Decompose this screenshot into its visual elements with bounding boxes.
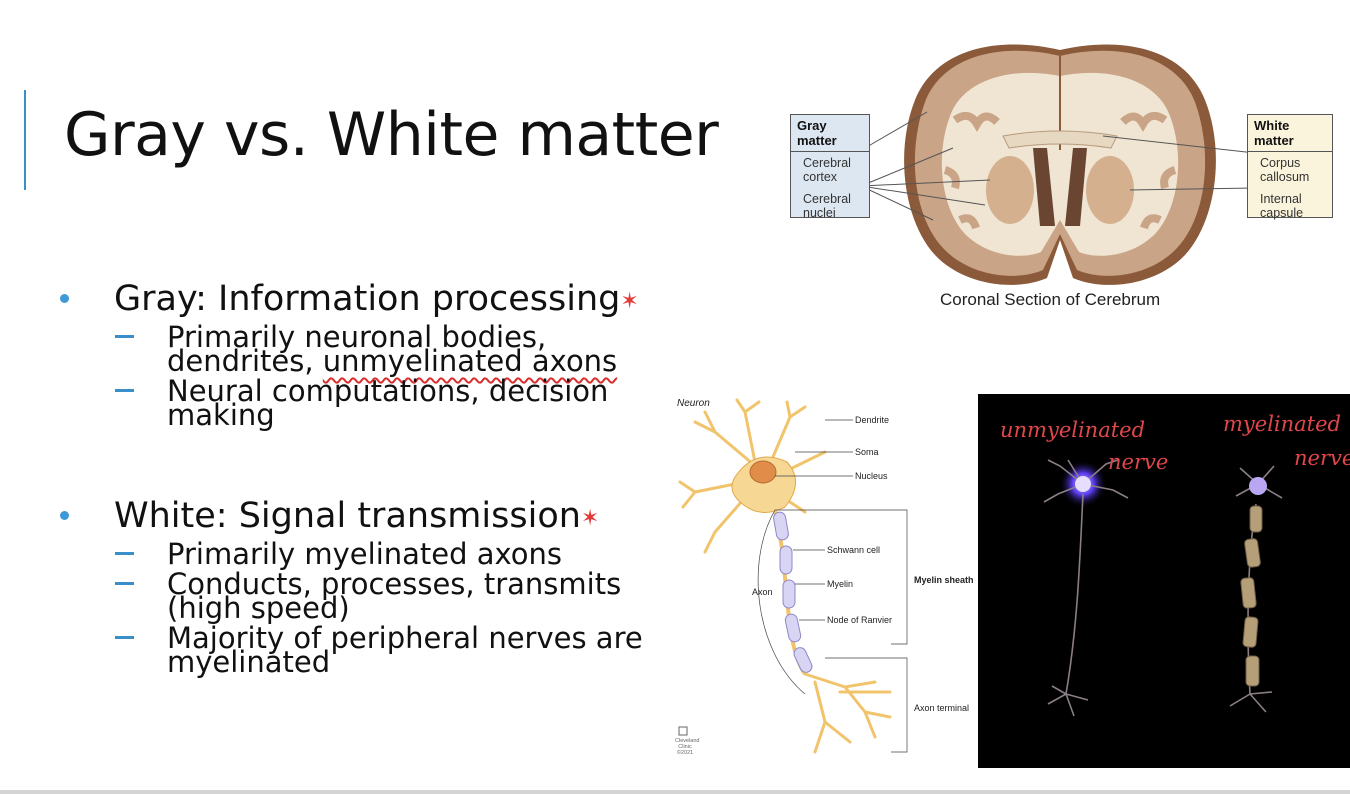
label-myelin-sheath: Myelin sheath <box>914 575 974 585</box>
underlined-text: unmyelinated axons <box>322 344 618 378</box>
bullet-gray: Gray: Information processing✶ <box>60 280 700 323</box>
sub-bullet-line: Primarily myelinated axons <box>167 537 563 571</box>
credit-line: ©2021 <box>676 750 694 756</box>
nerve-drawing-panel: unmyelinated nerve myelinated nerve <box>978 394 1350 768</box>
star-annotation-icon: ✶ <box>580 506 600 531</box>
sub-bullet-text: dendrites, <box>167 344 323 378</box>
legend-text: Cerebral <box>803 192 851 206</box>
bullet-list: Gray: Information processing✶ Primarily … <box>60 280 700 679</box>
sub-bullet: Neural computations, decision making <box>60 374 700 432</box>
sub-bullet-line: Conducts, processes, transmits <box>167 567 622 601</box>
title-accent-bar <box>24 90 26 190</box>
sub-bullet-line: myelinated <box>167 645 331 679</box>
legend-text: Corpus <box>1260 156 1301 170</box>
label-axon: Axon <box>752 587 773 597</box>
sub-bullet-line: dendrites, unmyelinated axons <box>167 347 700 376</box>
sub-bullet: Primarily myelinated axons <box>60 537 700 571</box>
bullet-white-text: White: Signal transmission <box>114 496 581 536</box>
dash-icon <box>115 552 134 555</box>
sub-bullet-line: Neural computations, decision <box>167 374 609 408</box>
credit-line: Cleveland <box>675 738 700 744</box>
neuron-illustration <box>678 398 908 754</box>
nerve-drawing <box>1043 459 1283 717</box>
label-axon-terminal: Axon terminal <box>914 703 970 713</box>
brain-illustration <box>860 44 1256 285</box>
legend-text: Cerebral <box>803 156 851 170</box>
label-unmyelinated: unmyelinated <box>1000 418 1146 442</box>
sub-bullet-line: Primarily neuronal bodies, <box>167 320 547 354</box>
neuron-title: Neuron <box>677 398 710 409</box>
bullet-dot-icon <box>60 511 69 520</box>
legend-text: cortex <box>803 170 838 184</box>
label-nerve-right: nerve <box>1294 446 1350 470</box>
dash-icon <box>115 582 134 585</box>
dash-icon <box>115 636 134 639</box>
sub-bullet: Majority of peripheral nerves are myelin… <box>60 621 700 679</box>
dash-icon <box>115 335 134 338</box>
clinic-credit: Cleveland Clinic ©2021 <box>675 738 700 756</box>
bullet-gray-text: Gray: Information processing <box>114 279 621 319</box>
label-nerve-left: nerve <box>1108 450 1169 474</box>
legend-text: Internal <box>1260 192 1302 206</box>
label-soma: Soma <box>855 447 879 457</box>
dash-icon <box>115 389 134 392</box>
bullet-dot-icon <box>60 294 69 303</box>
credit-line: Clinic <box>678 744 692 750</box>
label-node-of-ranvier: Node of Ranvier <box>827 615 893 625</box>
slide-bottom-border <box>0 790 1350 794</box>
sub-bullet-line: Majority of peripheral nerves are <box>167 621 643 655</box>
neuron-figure: Neuron Dendrite Soma Nucleus Schwann cel… <box>675 392 974 770</box>
sub-bullet-line: (high speed) <box>167 591 350 625</box>
brain-caption: Coronal Section of Cerebrum <box>940 290 1161 309</box>
legend-text: capsule <box>1260 206 1304 220</box>
label-myelin: Myelin <box>827 579 854 589</box>
sub-bullet-line: making <box>167 398 275 432</box>
star-annotation-icon: ✶ <box>620 289 639 314</box>
label-nucleus: Nucleus <box>855 471 888 481</box>
gray-matter-header: Gray matter <box>791 115 869 152</box>
legend-text: callosum <box>1260 170 1310 184</box>
sub-bullet: Primarily neuronal bodies, dendrites, un… <box>60 320 700 376</box>
label-dendrite: Dendrite <box>855 415 890 425</box>
sub-bullet: Conducts, processes, transmits (high spe… <box>60 567 700 625</box>
legend-text: nuclei <box>803 206 836 220</box>
label-schwann-cell: Schwann cell <box>827 545 881 555</box>
label-myelinated: myelinated <box>1223 412 1341 436</box>
bullet-white: White: Signal transmission✶ <box>60 497 700 540</box>
white-matter-header: White matter <box>1248 115 1332 152</box>
slide-title: Gray vs. White matter <box>64 100 719 170</box>
